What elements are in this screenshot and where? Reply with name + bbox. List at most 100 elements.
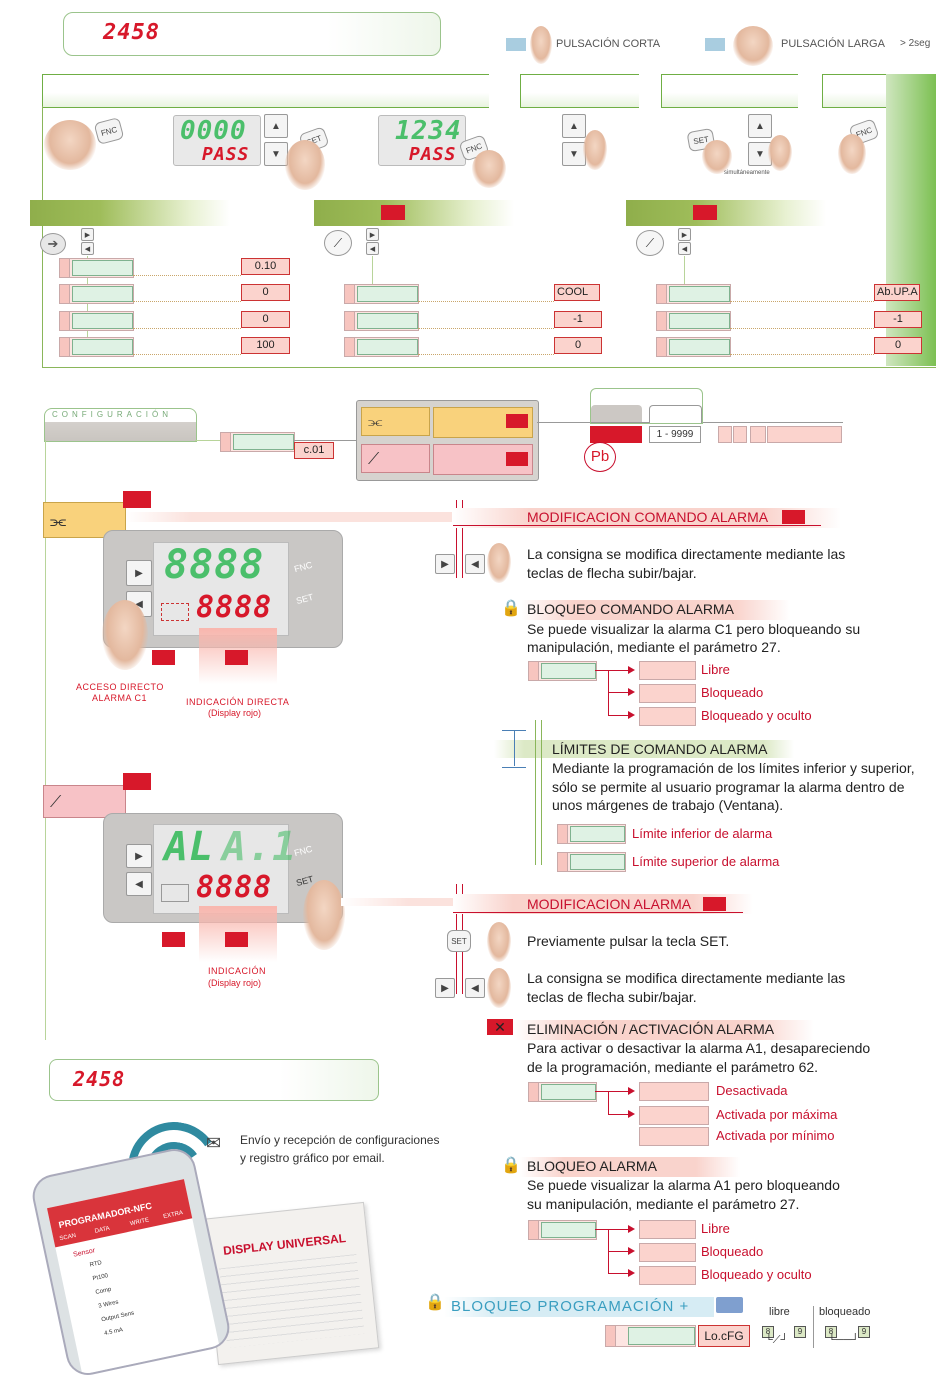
option-box[interactable] <box>639 1220 696 1239</box>
finger-icon <box>102 600 148 670</box>
leader-line <box>730 328 874 329</box>
up-arrow-key[interactable]: ▶ <box>126 844 152 868</box>
arrow-icon <box>628 688 635 696</box>
tree-line <box>608 1091 630 1092</box>
param-code[interactable] <box>344 284 419 304</box>
step-header-3 <box>661 74 798 108</box>
down-arrow-key[interactable]: ▼ <box>562 142 586 166</box>
option-label: Libre <box>701 1221 730 1236</box>
param-code[interactable] <box>528 661 597 681</box>
param-code[interactable] <box>656 311 731 331</box>
config-code[interactable] <box>220 432 295 452</box>
section2-lock-title: BLOQUEO ALARMA <box>527 1158 657 1174</box>
option-box[interactable] <box>639 1106 709 1125</box>
document-lines <box>219 1254 365 1349</box>
led-grid-icon <box>161 884 189 902</box>
up-arrow-key[interactable]: ▲ <box>748 114 772 138</box>
section1-limits-title: LÍMITES DE COMANDO ALARMA <box>552 741 768 757</box>
command-alarm-tab: ⫘ <box>43 502 126 538</box>
config-tab[interactable] <box>44 408 197 442</box>
option-box[interactable] <box>639 661 696 680</box>
leader-line <box>133 275 241 276</box>
option-label: Activada por mínimo <box>716 1128 835 1143</box>
short-press-swatch <box>506 38 526 51</box>
long-press-label: PULSACIÓN LARGA <box>781 38 885 50</box>
long-press-swatch <box>705 38 725 51</box>
up-arrow-key[interactable]: ▶ <box>678 228 691 241</box>
set-key[interactable]: SET <box>447 930 471 952</box>
section2-text2-2: teclas de flecha subir/bajar. <box>527 989 697 1005</box>
alarm-tab: ⟋ <box>43 785 126 818</box>
finger-icon <box>487 968 511 1008</box>
fnc-key[interactable]: FNC <box>93 117 125 145</box>
param-code[interactable] <box>557 824 626 844</box>
param-code[interactable] <box>656 284 731 304</box>
option-box[interactable] <box>639 1127 709 1146</box>
status-indicator <box>123 491 151 508</box>
param-code[interactable] <box>605 1325 696 1347</box>
bottom-code-box <box>49 1059 379 1101</box>
device-2-top-display-b: A.1 <box>222 824 298 870</box>
down-arrow-key[interactable]: ◀ <box>678 242 691 255</box>
option-label: Libre <box>701 662 730 677</box>
param-value: 100 <box>241 337 290 354</box>
option-box[interactable] <box>639 707 696 726</box>
config-connector <box>293 440 357 441</box>
range-indicator <box>590 426 642 443</box>
option-box[interactable] <box>639 1243 696 1262</box>
closed-switch-icon: └──┘ <box>828 1334 860 1346</box>
param-code[interactable] <box>344 311 419 331</box>
option-box[interactable] <box>639 1266 696 1285</box>
param-code[interactable] <box>656 337 731 357</box>
down-arrow-key[interactable]: ◀ <box>126 872 152 896</box>
lock-icon: 🔒 <box>425 1294 445 1311</box>
tree-line <box>595 1229 609 1230</box>
status-indicator <box>225 932 248 947</box>
param-code[interactable] <box>59 258 134 278</box>
down-arrow-key[interactable]: ◀ <box>465 554 485 574</box>
status-indicator <box>225 650 248 665</box>
option-label: Bloqueado <box>701 1244 764 1259</box>
param-code[interactable] <box>344 337 419 357</box>
status-indicator <box>506 452 528 466</box>
section1-lock-text-1: Se puede visualizar la alarma C1 pero bl… <box>527 621 861 637</box>
up-arrow-key[interactable]: ▶ <box>435 978 455 998</box>
param-code[interactable] <box>59 337 134 357</box>
tree-line <box>608 1091 609 1114</box>
up-arrow-key[interactable]: ▲ <box>562 114 586 138</box>
section1-limits-text-1: Mediante la programación de los límites … <box>552 760 915 776</box>
down-arrow-key[interactable]: ◀ <box>366 242 379 255</box>
section1-limits-text-3: unos márgenes de trabajo (Ventana). <box>552 797 784 813</box>
config-label: CONFIGURACIÓN <box>52 410 172 419</box>
param-code[interactable] <box>557 852 626 872</box>
up-arrow-key[interactable]: ▶ <box>126 560 152 586</box>
down-arrow-key[interactable]: ◀ <box>465 978 485 998</box>
phone-screen: PROGRAMADOR-NFC SCAN DATA WRITE EXTRA Se… <box>46 1179 220 1375</box>
param-code[interactable] <box>528 1220 597 1240</box>
up-arrow-key[interactable]: ▶ <box>435 554 455 574</box>
status-indicator <box>703 897 726 911</box>
param-code[interactable] <box>528 1082 597 1102</box>
locked-label: bloqueado <box>819 1306 871 1318</box>
option-box[interactable] <box>639 1082 709 1101</box>
status-indicator <box>782 510 805 524</box>
arrow-icon <box>628 1110 635 1118</box>
arrow-icon <box>628 666 635 674</box>
device-1-top-display: 8888 <box>164 542 265 588</box>
up-arrow-key[interactable]: ▶ <box>81 228 94 241</box>
finger-icon <box>768 135 792 171</box>
up-arrow-key[interactable]: ▲ <box>264 114 288 138</box>
section2-text2-1: La consigna se modifica directamente med… <box>527 970 846 986</box>
leader-line <box>133 328 241 329</box>
prog-lock-title: BLOQUEO PROGRAMACIÓN + <box>451 1298 690 1315</box>
param-code[interactable] <box>59 311 134 331</box>
down-arrow-key[interactable]: ◀ <box>81 242 94 255</box>
option-label: Bloqueado <box>701 685 764 700</box>
option-box[interactable] <box>639 684 696 703</box>
prog-lock-code: Lo.cFG <box>698 1325 750 1347</box>
display-1: 0000 PASS <box>173 115 261 166</box>
phone-section: Sensor <box>72 1247 96 1259</box>
param-code[interactable] <box>59 284 134 304</box>
up-arrow-key[interactable]: ▶ <box>366 228 379 241</box>
section-band <box>341 898 453 906</box>
